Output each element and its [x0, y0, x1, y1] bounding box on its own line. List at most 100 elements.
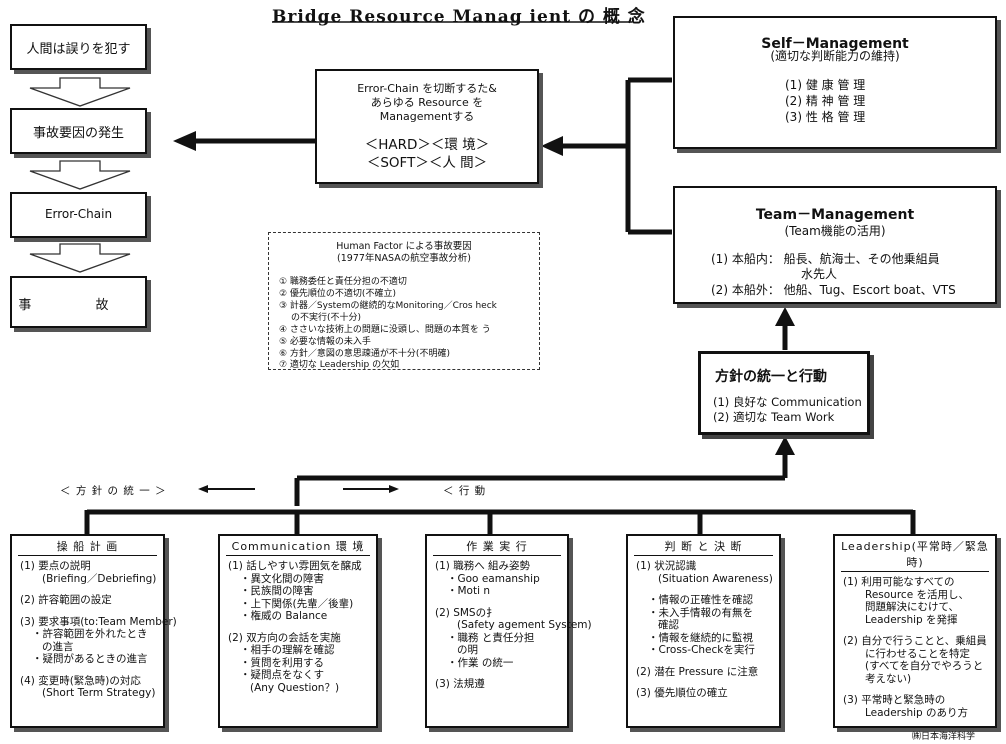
flow-accident-cause: 事故要因の発生 — [10, 108, 147, 154]
bottom-box-header: Communication 環 境 — [226, 536, 370, 556]
bottom-box-line: (3) 優先順位の確立 — [636, 687, 728, 699]
self-item: (2) 精 神 管 理 — [785, 94, 866, 108]
bottom-box-line: (2) SMSの扌 — [435, 606, 497, 619]
bottom-box-line: 問題解決にむけて、 — [865, 601, 959, 613]
bottom-box-line: (3) 要求事項(to:Team Member) — [20, 615, 177, 628]
bottom-box-line: (1) 状況認識 — [636, 560, 697, 572]
bottom-box-line: (3) 法規遵 — [435, 678, 485, 690]
flow-accident: 事 故 — [10, 276, 147, 328]
bottom-box-line: (2) 自分で行うことと、乗組員 — [843, 635, 987, 647]
bottom-box-line — [636, 678, 771, 687]
bottom-box-line: (2) 双方向の会話を実施 — [228, 631, 341, 644]
bottom-box-line — [435, 598, 559, 607]
bottom-box-header: Leadership(平常時／緊急時) — [841, 536, 989, 572]
human-factor-item: ④ ささいな技術上の問題に没頭し、問題の本質を う — [279, 325, 491, 335]
bottom-box-line: ・情報の正確性を確認 — [648, 594, 753, 606]
team-item: (1) 本船内： 船長、航海士、その他乗組員 — [711, 252, 940, 266]
bottom-box-line: 確認 — [658, 619, 679, 631]
bottom-box-line — [20, 666, 155, 675]
flow-label: Error-Chain — [44, 207, 113, 221]
bottom-box-line: ・Cross-Checkを実行 — [648, 644, 755, 656]
policy-item: (2) 適切な Team Work — [713, 410, 835, 424]
bottom-box-line: ・職務 と責任分担 — [447, 631, 535, 644]
human-factor-item: ⑥ 方針／意図の意思疎通が不十分(不明確) — [279, 349, 450, 359]
bottom-box-line: ・異文化間の障害 — [240, 572, 324, 585]
bottom-box-line: ・疑問があるときの進言 — [32, 653, 148, 665]
human-factor-title: Human Factor による事故要因 — [336, 241, 472, 252]
human-factor-item: ⑤ 必要な情報の未入手 — [279, 337, 371, 347]
bottom-box-line: ・未入手情報の有無を — [648, 606, 753, 619]
bottom-box-line: ・民族間の障害 — [240, 585, 314, 597]
bottom-box-line: の明 — [457, 644, 478, 656]
bottom-box-line: に行わせることを特定 — [865, 647, 970, 660]
policy-item: (1) 良好な Communication — [713, 395, 862, 409]
bottom-box-communication: Communication 環 境 (1) 話しやすい雰囲気を醸成・異文化間の障… — [218, 534, 378, 728]
bottom-box-line: Leadership のあり方 — [865, 706, 969, 719]
self-management-subtitle: (適切な判断能力の維持) — [770, 49, 900, 63]
human-factor-item: ⑦ 適切な Leadership の欠如 — [279, 360, 400, 370]
bottom-box-line: ・作業 の統一 — [447, 656, 514, 669]
policy-unify-label: ＜ 方 針 の 統 一 ＞ — [60, 485, 167, 497]
bottom-box-line — [20, 607, 155, 616]
bottom-box-body: (1) 要点の説明(Briefing／Debriefing)(2) 許容範囲の設… — [12, 556, 177, 704]
bottom-box-line: (Short Term Strategy) — [42, 687, 156, 699]
bottom-box-line: ・質問を利用する — [240, 656, 324, 669]
human-factor-item: ③ 計器／Systemの継続的なMonitoring／Cros heck — [279, 301, 497, 311]
bottom-box-line: ・Moti n — [447, 585, 491, 597]
human-factor-box: Human Factor による事故要因 (1977年NASAの航空事故分析) … — [268, 232, 540, 370]
bottom-box-line: (2) 許容範囲の設定 — [20, 594, 112, 606]
bottom-box-body: (1) 話しやすい雰囲気を醸成・異文化間の障害・民族間の障害・上下関係(先輩／後… — [220, 556, 376, 698]
center-line: Managementする — [379, 110, 475, 123]
bottom-box-line: (4) 変更時(緊急時)の対応 — [20, 674, 141, 687]
self-management-title: Self－Management — [761, 36, 909, 52]
bottom-box-header: 作 業 実 行 — [433, 536, 561, 556]
bottom-box-body: (1) 職務へ 組み姿勢・Goo eamanship・Moti n(2) SMS… — [427, 556, 592, 695]
hollow-down-arrow — [29, 77, 131, 273]
bottom-box-header: 判 断 と 決 断 — [634, 536, 773, 556]
bottom-box-line: ・疑問点をなくす — [240, 669, 324, 681]
bottom-box-line: ・相手の理解を確認 — [240, 644, 335, 656]
page-title: Bridge Resource Manag ient の 概 念 — [272, 7, 646, 27]
action-label: ＜ 行 動 — [443, 485, 487, 497]
bottom-box-line: (1) 利用可能なすべての — [843, 576, 955, 588]
bottom-box-header: 操 船 計 画 — [18, 536, 157, 556]
bottom-box-line — [843, 685, 987, 694]
bottom-box-line: (Safety agement System) — [457, 619, 592, 631]
self-management-box: Self－Management (適切な判断能力の維持) (1) 健 康 管 理… — [673, 16, 997, 149]
self-item: (3) 性 格 管 理 — [785, 110, 866, 124]
bottom-box-line: (1) 職務へ 組み姿勢 — [435, 560, 531, 572]
credit: ㈱日本海洋科学 — [912, 732, 976, 742]
bottom-box-line: ・許容範囲を外れたとき — [32, 628, 148, 640]
bottom-box-line: (1) 話しやすい雰囲気を醸成 — [228, 560, 362, 572]
bottom-box-line: Leadership を発揮 — [865, 613, 958, 626]
bottom-box-ship-handling-plan: 操 船 計 画 (1) 要点の説明(Briefing／Debriefing)(2… — [10, 534, 177, 728]
human-factor-item: ① 職務委任と責任分担の不適切 — [279, 277, 407, 287]
center-line: Error-Chain を切断するた& — [357, 82, 497, 95]
bottom-box-line: ・権威の Balance — [240, 610, 328, 622]
bottom-box-line: (Any Question？) — [250, 681, 340, 694]
flow-error-chain: Error-Chain — [10, 192, 147, 238]
team-item: (2) 本船外： 他船、Tug、Escort boat、VTS — [711, 283, 956, 297]
policy-action-box: 方針の統一と行動 (1) 良好な Communication (2) 適切な T… — [698, 351, 870, 435]
policy-title: 方針の統一と行動 — [715, 369, 827, 385]
human-factor-subtitle: (1977年NASAの航空事故分析) — [337, 253, 471, 264]
human-factor-item: ② 優先順位の不適切(不確立) — [279, 289, 396, 299]
center-line: あらゆる Resource を — [370, 96, 484, 109]
bottom-box-line — [636, 657, 771, 666]
bottom-box-line: Resource を活用し、 — [865, 588, 969, 601]
bottom-box-line: (3) 平常時と緊急時の — [843, 694, 946, 706]
bottom-box-body: (1) 状況認識(Situation Awareness) ・情報の正確性を確認・… — [628, 556, 779, 704]
team-management-box: Team－Management (Team機能の活用) (1) 本船内： 船長、… — [673, 186, 997, 304]
bottom-box-line: ・情報を継続的に監視 — [648, 631, 753, 644]
bottom-box-line: (Situation Awareness) — [658, 572, 773, 585]
bottom-box-line — [228, 623, 368, 632]
center-soft: ＜SOFT＞＜人 間＞ — [366, 155, 488, 171]
center-hard: ＜HARD＞＜環 境＞ — [364, 137, 490, 153]
bottom-box-line: (すべてを自分でやろうと — [865, 660, 984, 672]
bottom-box-line — [20, 585, 155, 594]
team-management-title: Team－Management — [755, 207, 915, 223]
flow-human-error: 人間は誤りを犯す — [10, 24, 147, 70]
